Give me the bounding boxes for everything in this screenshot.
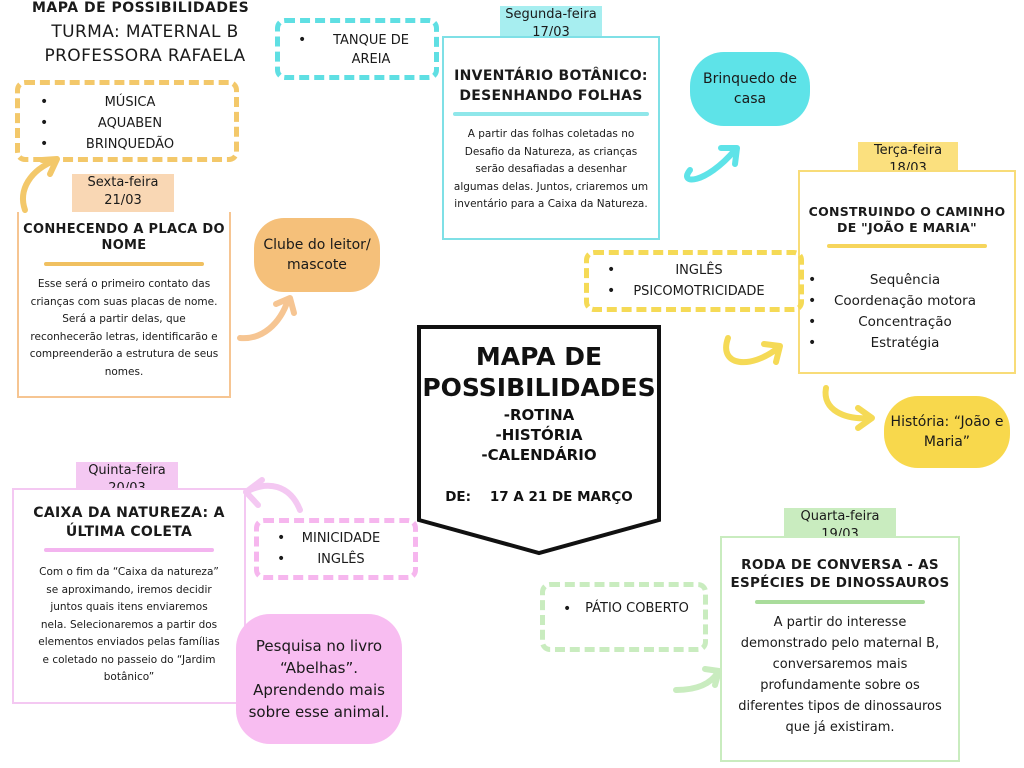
activities-list-top-center: TANQUE DE AREIA [275,18,439,80]
day-name: Terça-feira [873,143,943,158]
day-name: Sexta-feira [87,175,159,190]
bubble-historia: História: “João e Maria” [884,396,1010,468]
header-title: MAPA DE POSSIBILIDADES [32,0,250,16]
header-turma: TURMA: MATERNAL B [51,22,239,42]
list-item: INGLÊS [277,549,405,570]
card-title: CAIXA DA NATUREZA: A ÚLTIMA COLETA [33,505,225,540]
title-underline [44,262,204,266]
list-item: AQUABEN [40,113,220,134]
list-item: INGLÊS [607,260,791,281]
arrow-icon [702,666,722,688]
title-underline [827,244,987,248]
arrow-icon [855,405,875,431]
card-title: CONHECENDO A PLACA DO NOME [23,222,225,253]
activities-list-top-left: MÚSICA AQUABEN BRINQUEDÃO [15,80,239,162]
list-item: MÚSICA [40,92,220,113]
banner-title-2: POSSIBILIDADES [422,373,656,402]
card-segunda: INVENTÁRIO BOTÂNICO: DESENHANDO FOLHAS A… [442,36,660,240]
banner-dates: DE: 17 A 21 DE MARÇO [445,489,633,505]
activities-list-bottom-center: PÁTIO COBERTO [540,582,708,652]
activities-list-left-bottom: MINICIDADE INGLÊS [254,518,418,580]
arrow-icon [20,157,59,213]
list-item: Concentração [808,312,1002,333]
title-underline [44,548,214,552]
card-sexta: CONHECENDO A PLACA DO NOME Esse será o p… [17,212,231,398]
bubble-brinquedo: Brinquedo de casa [690,52,810,126]
arrow-icon [39,156,60,177]
list-item: TANQUE DE AREIA [298,31,422,69]
list-item: BRINQUEDÃO [40,134,220,155]
list-item: PSICOMOTRICIDADE [607,281,791,302]
arrow-icon [718,145,740,167]
central-banner [417,325,661,556]
banner-title-1: MAPA DE [475,342,603,371]
arrow-icon [237,297,291,342]
card-quinta: CAIXA DA NATUREZA: A ÚLTIMA COLETA Com o… [12,488,246,704]
day-name: Quarta-feira [800,509,880,524]
card-text: Com o fim da “Caixa da natureza” se apro… [38,566,220,683]
list-item: Coordenação motora [808,291,1002,312]
list-item: Sequência [808,270,1002,291]
arrow-icon [761,341,783,365]
arrow-icon [723,335,781,366]
card-title: CONSTRUINDO O CAMINHO DE "JOÃO E MARIA" [808,204,1006,235]
bubble-clube: Clube do leitor/ mascote [254,218,380,292]
list-item: Estratégia [808,333,1002,354]
banner-line-historia: -HISTÓRIA [495,426,583,444]
arrow-icon [273,295,297,316]
header-professora: PROFESSORA RAFAELA [44,46,246,66]
day-name: Quinta-feira [88,463,166,478]
activities-list-right: INGLÊS PSICOMOTRICIDADE [584,250,804,312]
arrow-icon [684,147,738,183]
day-tag-sexta: Sexta-feira 21/03 [72,174,174,214]
card-title: INVENTÁRIO BOTÂNICO: DESENHANDO FOLHAS [454,68,648,104]
card-quarta: RODA DE CONVERSA - AS ESPÉCIES DE DINOSS… [720,536,960,762]
arrow-icon [673,669,721,693]
day-date: 21/03 [104,193,142,208]
list-item: PÁTIO COBERTO [563,599,693,619]
bubble-pesquisa: Pesquisa no livro “Abelhas”. Aprendendo … [236,614,402,744]
card-title: RODA DE CONVERSA - AS ESPÉCIES DE DINOSS… [730,557,950,591]
arrow-icon [243,477,265,508]
arrow-icon [822,385,873,422]
card-terca: CONSTRUINDO O CAMINHO DE "JOÃO E MARIA" … [798,170,1016,374]
card-text: A partir das folhas coletadas no Desafio… [453,128,649,210]
banner-line-calendario: -CALENDÁRIO [481,446,597,464]
day-name: Segunda-feira [505,7,597,22]
list-item: MINICIDADE [277,528,405,549]
title-underline [453,112,649,116]
card-text: Esse será o primeiro contato das criança… [29,278,219,378]
banner-line-rotina: -ROTINA [503,406,575,424]
card-text: A partir do interesse demonstrado pelo m… [738,615,942,735]
title-underline [755,600,925,604]
